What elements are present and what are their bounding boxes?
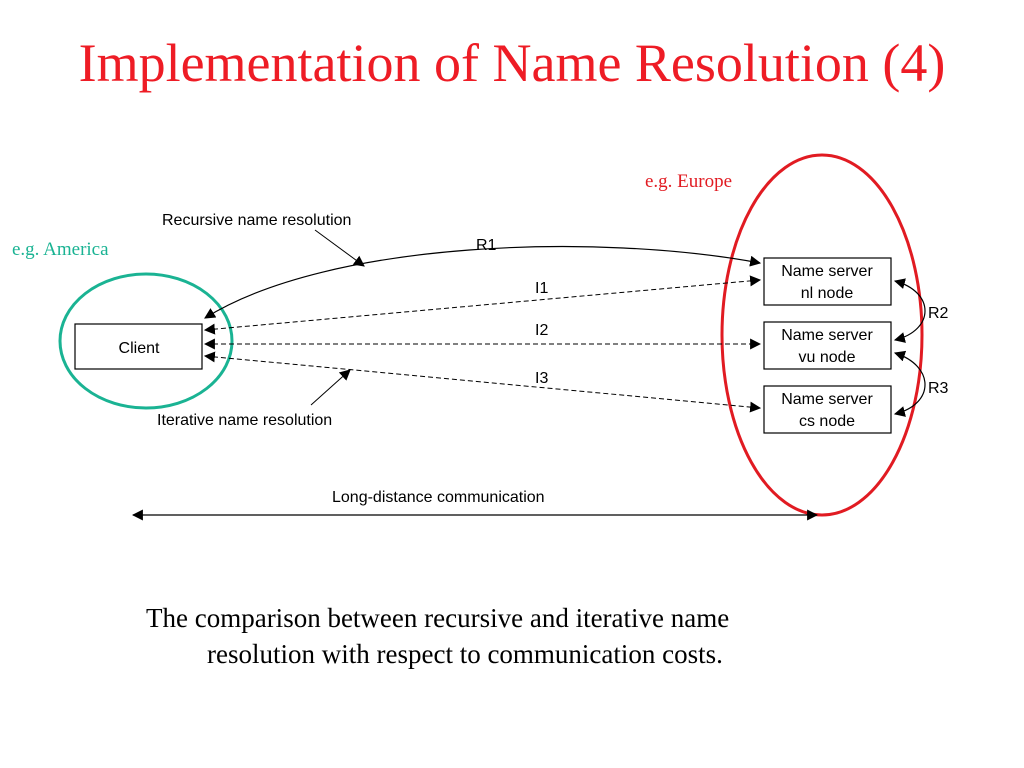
name-server-vu-line1: Name server bbox=[781, 327, 873, 344]
name-server-vu-line2: vu node bbox=[799, 349, 856, 366]
america-label: e.g. America bbox=[12, 239, 109, 260]
caption-line-2: resolution with respect to communication… bbox=[207, 639, 723, 669]
r1-recursive-arrow bbox=[204, 245, 762, 319]
caption-line-1: The comparison between recursive and ite… bbox=[146, 603, 730, 633]
iterative-annotation: Iterative name resolution bbox=[157, 412, 332, 429]
slide-caption: The comparison between recursive and ite… bbox=[146, 600, 886, 672]
i1-iterative-arrow bbox=[203, 275, 762, 335]
i3-label: I3 bbox=[535, 370, 548, 387]
client-node: Client bbox=[74, 323, 203, 370]
name-server-nl-line1: Name server bbox=[781, 263, 873, 280]
r3-recursive-arrow bbox=[893, 350, 926, 417]
recursive-pointer-arrow bbox=[314, 229, 365, 267]
i3-iterative-arrow bbox=[203, 351, 762, 413]
r2-label: R2 bbox=[928, 305, 949, 322]
recursive-annotation: Recursive name resolution bbox=[162, 212, 351, 229]
r1-label: R1 bbox=[476, 237, 497, 254]
slide-title: Implementation of Name Resolution (4) bbox=[78, 33, 946, 93]
r2-recursive-arrow bbox=[893, 278, 926, 343]
iterative-pointer-arrow bbox=[310, 369, 351, 406]
name-server-nl-node: Name server nl node bbox=[763, 257, 892, 306]
r3-label: R3 bbox=[928, 380, 949, 397]
name-server-vu-node: Name server vu node bbox=[763, 321, 892, 370]
long-distance-annotation: Long-distance communication bbox=[332, 489, 545, 506]
name-server-cs-line1: Name server bbox=[781, 391, 873, 408]
europe-region-ellipse bbox=[720, 153, 924, 517]
i2-label: I2 bbox=[535, 322, 548, 339]
name-server-nl-line2: nl node bbox=[801, 285, 854, 302]
client-label: Client bbox=[119, 340, 160, 357]
name-server-cs-node: Name server cs node bbox=[763, 385, 892, 434]
name-server-cs-line2: cs node bbox=[799, 413, 855, 430]
europe-label: e.g. Europe bbox=[645, 171, 732, 192]
i1-label: I1 bbox=[535, 280, 548, 297]
